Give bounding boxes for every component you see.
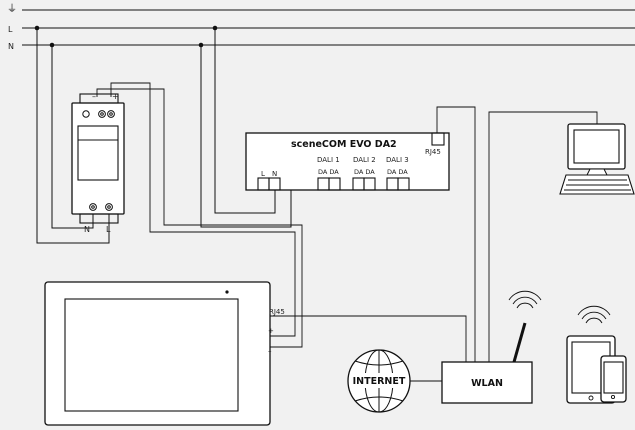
scenecom-controller: sceneCOM EVO DA2 RJ45 L N DALI 1 DALI 2 … <box>245 132 450 191</box>
dali1-label: DALI 1 <box>317 156 340 164</box>
internet-label: INTERNET <box>353 376 406 387</box>
phone-icon <box>600 355 627 403</box>
psu-terminal-n-screw <box>91 205 95 209</box>
panel-plus-label: + <box>268 327 274 335</box>
controller-l-label: L <box>261 170 265 178</box>
wire-panel-rj45 <box>270 315 467 362</box>
psu-terminal-l <box>105 203 113 211</box>
dali2-label: DALI 2 <box>353 156 376 164</box>
controller-title: sceneCOM EVO DA2 <box>291 139 397 150</box>
touch-panel-frame <box>44 281 271 426</box>
computer-icon <box>559 123 635 195</box>
controller-rj45-label: RJ45 <box>425 148 441 156</box>
panel-minus-label: – <box>268 347 272 355</box>
touch-panel: RJ45 + – <box>44 281 285 426</box>
dali3-label: DALI 3 <box>386 156 409 164</box>
psu-front-panel <box>77 125 119 181</box>
wifi-icon <box>508 290 542 309</box>
psu-potentiometer <box>82 110 90 118</box>
wire-ctrl-rj45 <box>436 106 476 362</box>
controller-terminal-n <box>268 177 281 191</box>
dali3-dada-label: DA DA <box>387 168 408 176</box>
wire-psu-plus <box>110 82 296 337</box>
wlan-router: WLAN <box>441 290 542 404</box>
dali1-dada-label: DA DA <box>318 168 339 176</box>
psu-terminal-n <box>89 203 97 211</box>
wiring <box>36 28 598 382</box>
wire-ctrl-n <box>200 45 292 228</box>
mains-l-label: L <box>8 25 13 34</box>
internet-label-bg <box>352 373 407 388</box>
dali1-terminal-b <box>328 177 341 191</box>
wire-psu-l <box>36 28 110 244</box>
wlan-router-body <box>441 361 533 404</box>
power-supply: – + N L <box>71 92 125 234</box>
earth-icon: ⏚ <box>7 3 17 15</box>
wifi-icon <box>577 305 611 324</box>
psu-body <box>71 102 125 215</box>
mobile-devices <box>566 305 627 404</box>
psu-bottom-terminal-block <box>79 213 119 224</box>
psu-terminal-plus-screw <box>109 112 113 116</box>
psu-terminal-l-screw <box>107 205 111 209</box>
antenna-icon <box>512 322 527 363</box>
psu-minus-label: – <box>92 92 96 101</box>
psu-n-label: N <box>84 225 90 234</box>
psu-plus-label: + <box>112 92 119 101</box>
dali3-terminal-b <box>397 177 410 191</box>
controller-n-label: N <box>272 170 277 178</box>
psu-terminal-minus <box>98 110 106 118</box>
controller-rj45-port <box>431 132 445 146</box>
wire-ctrl-l <box>214 28 276 214</box>
touch-panel-sensor <box>225 290 229 294</box>
psu-top-terminal-block <box>79 93 119 104</box>
psu-terminal-minus-screw <box>100 112 104 116</box>
dali2-dada-label: DA DA <box>354 168 375 176</box>
mains-rails: ⏚ L N <box>7 3 635 51</box>
wire-psu-n <box>51 45 94 229</box>
mains-n-label: N <box>8 42 14 51</box>
touch-panel-screen <box>64 298 239 412</box>
psu-terminal-plus <box>107 110 115 118</box>
wlan-label: WLAN <box>471 378 503 389</box>
dali2-terminal-b <box>363 177 376 191</box>
panel-rj45-label: RJ45 <box>269 308 285 316</box>
internet-globe: INTERNET <box>347 349 411 413</box>
psu-l-label: L <box>106 225 111 234</box>
wire-psu-minus <box>96 88 303 348</box>
